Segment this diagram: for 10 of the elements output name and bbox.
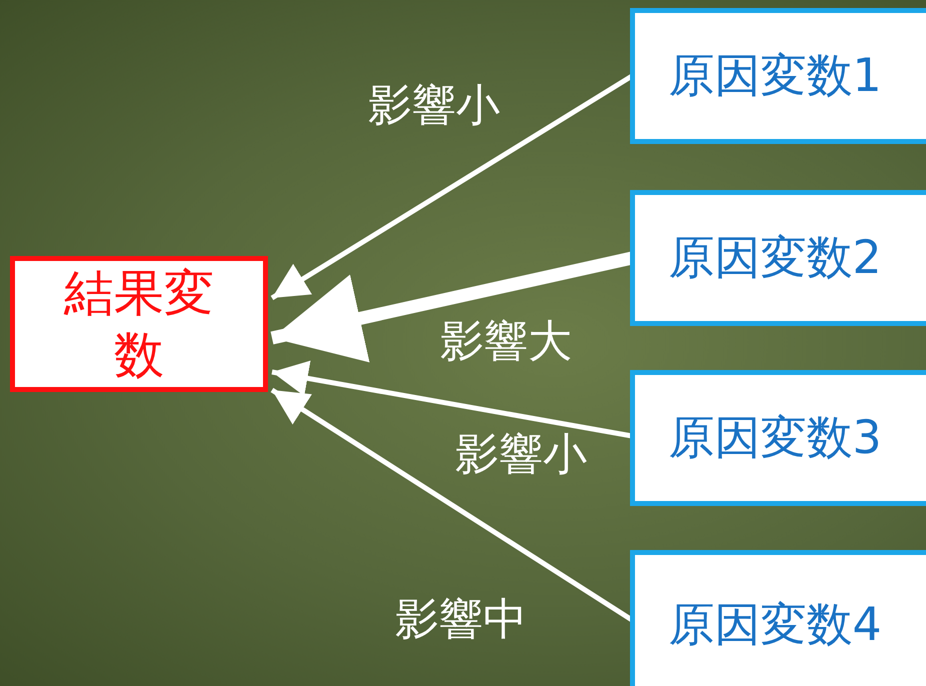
cause-box: 原因変数2 [630,190,926,326]
result-box: 結果変数 [10,256,268,392]
cause-box: 原因変数3 [630,370,926,506]
edge-label: 影響大 [440,315,572,369]
edge-label: 影響小 [368,79,500,133]
arrow [272,360,632,438]
edge-label: 影響小 [455,428,587,482]
edge-label: 影響中 [395,593,527,647]
cause-box: 原因変数1 [630,8,926,144]
cause-box: 原因変数4 [630,550,926,686]
